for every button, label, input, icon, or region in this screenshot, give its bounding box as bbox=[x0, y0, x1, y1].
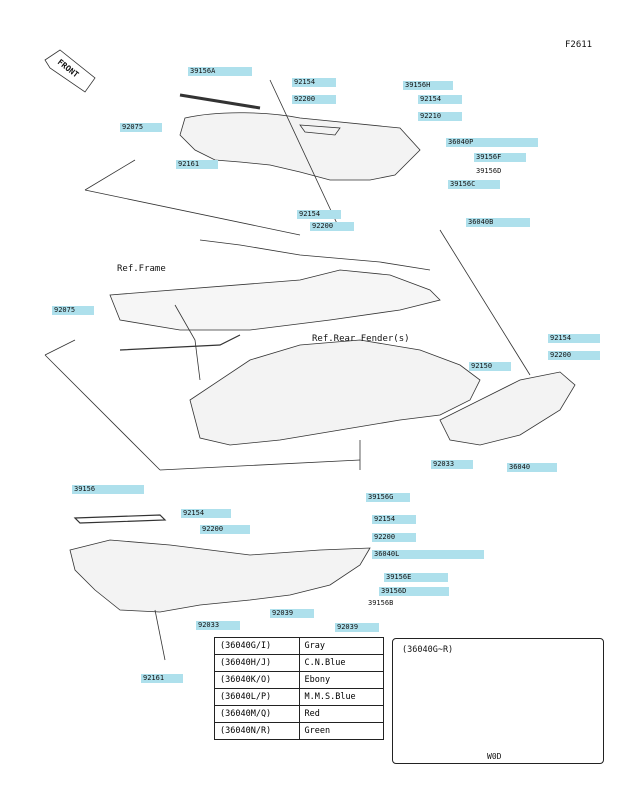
part-label: 39156E bbox=[384, 573, 448, 582]
part-label: 39156 bbox=[72, 485, 144, 494]
table-cell-color: Red bbox=[298, 705, 384, 723]
table-cell-color: M.M.S.Blue bbox=[298, 688, 384, 706]
part-label: 92200 bbox=[292, 95, 336, 104]
table-row: (36040N/R)Green bbox=[214, 722, 384, 740]
part-label: 36040 bbox=[507, 463, 557, 472]
table-cell-code: (36040N/R) bbox=[214, 722, 300, 740]
table-cell-code: (36040H/J) bbox=[214, 654, 300, 672]
part-label: 92154 bbox=[548, 334, 600, 343]
table-cell-color: Green bbox=[298, 722, 384, 740]
inset-title: (36040G~R) bbox=[402, 645, 454, 655]
part-label: 92200 bbox=[372, 533, 416, 542]
table-row: (36040H/J)C.N.Blue bbox=[214, 654, 384, 672]
part-label: 92033 bbox=[196, 621, 240, 630]
part-label: 92033 bbox=[431, 460, 473, 469]
part-label: 39156B bbox=[368, 599, 394, 607]
part-label: 39156G bbox=[366, 493, 410, 502]
inset-box bbox=[392, 638, 604, 764]
table-row: (36040L/P)M.M.S.Blue bbox=[214, 688, 384, 706]
part-label: 36040P bbox=[446, 138, 538, 147]
part-label: 92161 bbox=[141, 674, 183, 683]
part-label: 92075 bbox=[120, 123, 162, 132]
table-cell-color: Ebony bbox=[298, 671, 384, 689]
table-cell-color: C.N.Blue bbox=[298, 654, 384, 672]
part-label: 39156F bbox=[474, 153, 526, 162]
part-label: 92161 bbox=[176, 160, 218, 169]
part-label: 92200 bbox=[548, 351, 600, 360]
part-label: 39156D bbox=[476, 167, 502, 175]
part-label: 92210 bbox=[418, 112, 462, 121]
figure-id: F2611 bbox=[565, 40, 593, 50]
table-cell-code: (36040G/I) bbox=[214, 637, 300, 655]
part-label: 92039 bbox=[270, 609, 314, 618]
part-label: 39156H bbox=[403, 81, 453, 90]
table-row: (36040G/I)Gray bbox=[214, 637, 384, 655]
part-label: 92154 bbox=[181, 509, 231, 518]
inset-caption: W0D bbox=[487, 752, 502, 761]
part-label: 39156A bbox=[188, 67, 252, 76]
part-label: 92039 bbox=[335, 623, 379, 632]
table-cell-code: (36040L/P) bbox=[214, 688, 300, 706]
part-label: 92200 bbox=[310, 222, 354, 231]
part-label: 92075 bbox=[52, 306, 94, 315]
ref-frame-label: Ref.Frame bbox=[117, 264, 166, 274]
part-label: 92150 bbox=[469, 362, 511, 371]
part-label: 92200 bbox=[200, 525, 250, 534]
color-table: (36040G/I)Gray (36040H/J)C.N.Blue (36040… bbox=[214, 637, 384, 740]
part-label: 92154 bbox=[372, 515, 416, 524]
table-cell-code: (36040K/O) bbox=[214, 671, 300, 689]
table-row: (36040M/Q)Red bbox=[214, 705, 384, 723]
part-label: 92154 bbox=[297, 210, 341, 219]
ref-rear-fender-label: Ref.Rear Fender(s) bbox=[312, 334, 410, 344]
part-label: 39156D bbox=[379, 587, 449, 596]
table-cell-code: (36040M/Q) bbox=[214, 705, 300, 723]
part-label: 36040B bbox=[466, 218, 530, 227]
part-label: 36040L bbox=[372, 550, 484, 559]
table-cell-color: Gray bbox=[298, 637, 384, 655]
part-label: 92154 bbox=[418, 95, 462, 104]
front-arrow-icon bbox=[44, 49, 96, 93]
part-label: 39156C bbox=[448, 180, 500, 189]
part-label: 92154 bbox=[292, 78, 336, 87]
table-row: (36040K/O)Ebony bbox=[214, 671, 384, 689]
